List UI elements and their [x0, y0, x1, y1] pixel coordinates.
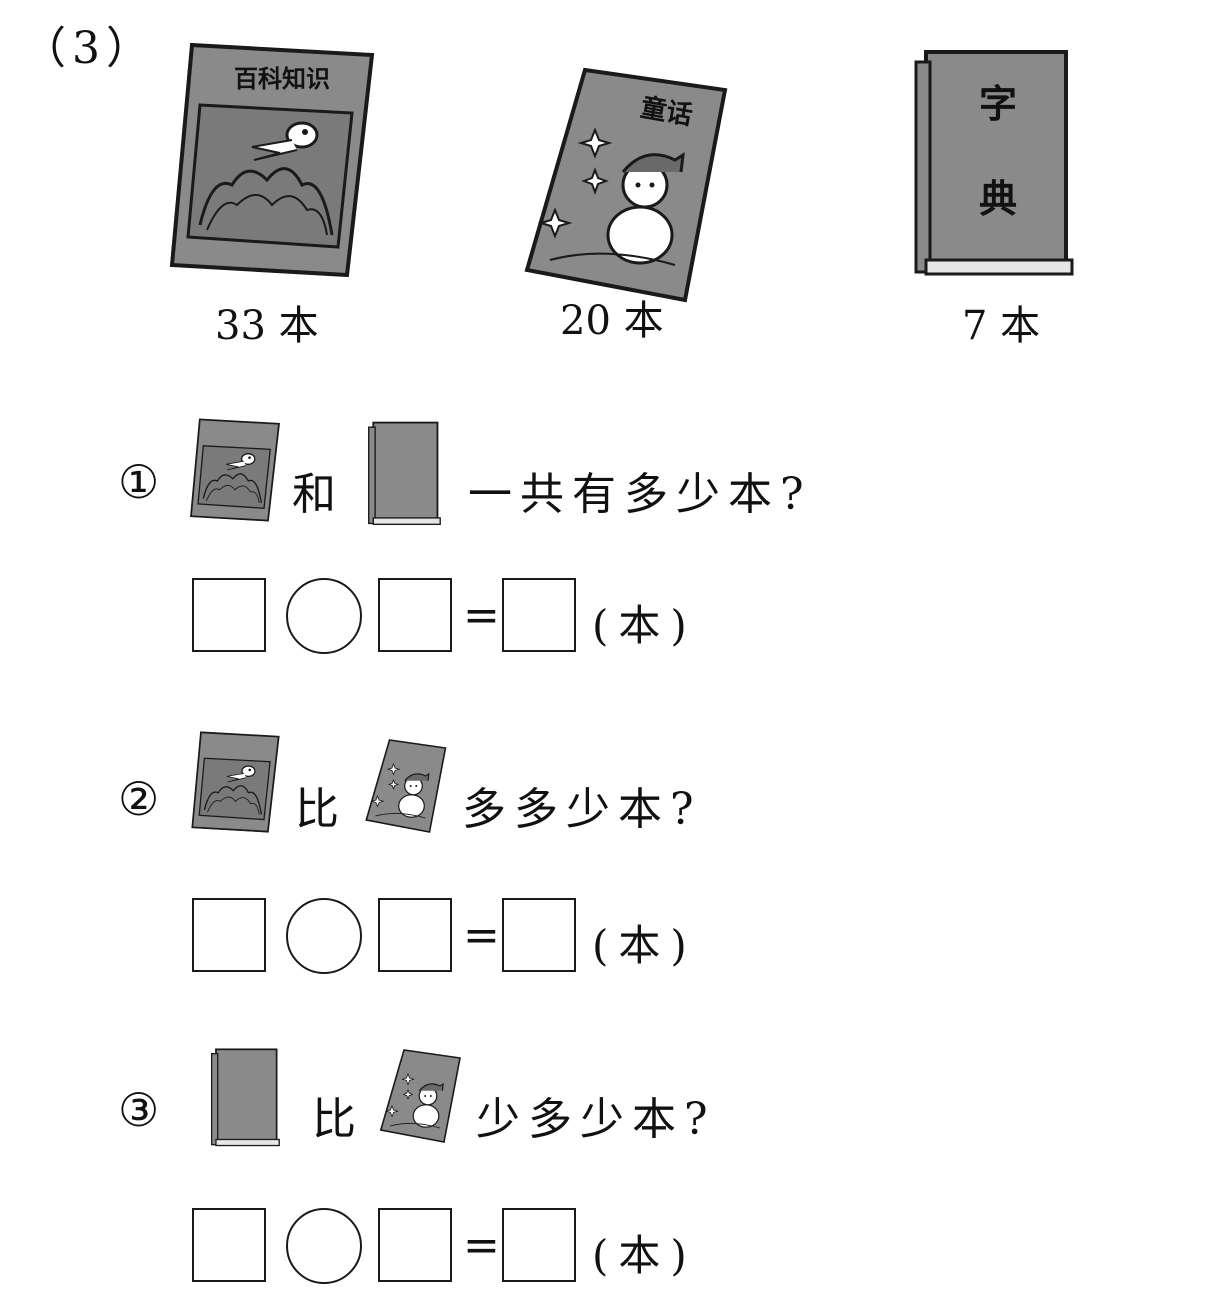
q1-operand-1-box[interactable]: [192, 578, 266, 652]
q3-equals-sign: =: [463, 1220, 500, 1271]
q2-operator-circle[interactable]: [286, 898, 362, 974]
question-1-connector: 和: [292, 469, 344, 520]
fairy-tale-icon: [358, 736, 453, 840]
dictionary-char-2: 典: [979, 177, 1017, 221]
question-1-marker: ①: [118, 455, 160, 509]
q1-operand-2-box[interactable]: [378, 578, 452, 652]
q3-operand-1-box[interactable]: [192, 1208, 266, 1282]
dictionary-icon: [365, 418, 443, 532]
q2-operand-1-box[interactable]: [192, 898, 266, 972]
question-2-marker: ②: [118, 772, 160, 826]
question-2-text: 多多少本?: [462, 784, 702, 835]
encyclopedia-icon: [185, 415, 285, 529]
dictionary-count: 7 本: [962, 303, 1041, 349]
q2-equals-sign: =: [463, 910, 500, 961]
dictionary-book: 字 典: [908, 42, 1078, 286]
dictionary-char-1: 字: [979, 82, 1017, 126]
q1-equals-sign: =: [463, 590, 500, 641]
encyclopedia-title: 百科知识: [234, 65, 330, 93]
dictionary-icon: [208, 1045, 282, 1153]
problem-number: （3）: [22, 23, 156, 74]
question-1-text: 一共有多少本?: [468, 469, 812, 520]
encyclopedia-book: 百科知识: [162, 35, 382, 289]
q3-operator-circle[interactable]: [286, 1208, 362, 1284]
q1-result-box[interactable]: [502, 578, 576, 652]
fairy-tale-icon: [372, 1046, 468, 1150]
fairy-tale-book: 童话: [515, 60, 735, 314]
fairy-tale-count: 20 本: [560, 298, 664, 344]
q3-operand-2-box[interactable]: [378, 1208, 452, 1282]
question-3-text: 少多少本?: [476, 1094, 716, 1145]
question-2-connector: 比: [295, 784, 347, 835]
q2-result-box[interactable]: [502, 898, 576, 972]
encyclopedia-icon: [188, 728, 283, 840]
question-3-connector: 比: [312, 1094, 364, 1145]
q1-operator-circle[interactable]: [286, 578, 362, 654]
q2-unit: (本): [592, 921, 697, 970]
q3-result-box[interactable]: [502, 1208, 576, 1282]
q3-unit: (本): [592, 1231, 697, 1280]
question-3-marker: ③: [118, 1083, 160, 1137]
q1-unit: (本): [592, 601, 697, 650]
q2-operand-2-box[interactable]: [378, 898, 452, 972]
encyclopedia-count: 33 本: [215, 303, 319, 349]
